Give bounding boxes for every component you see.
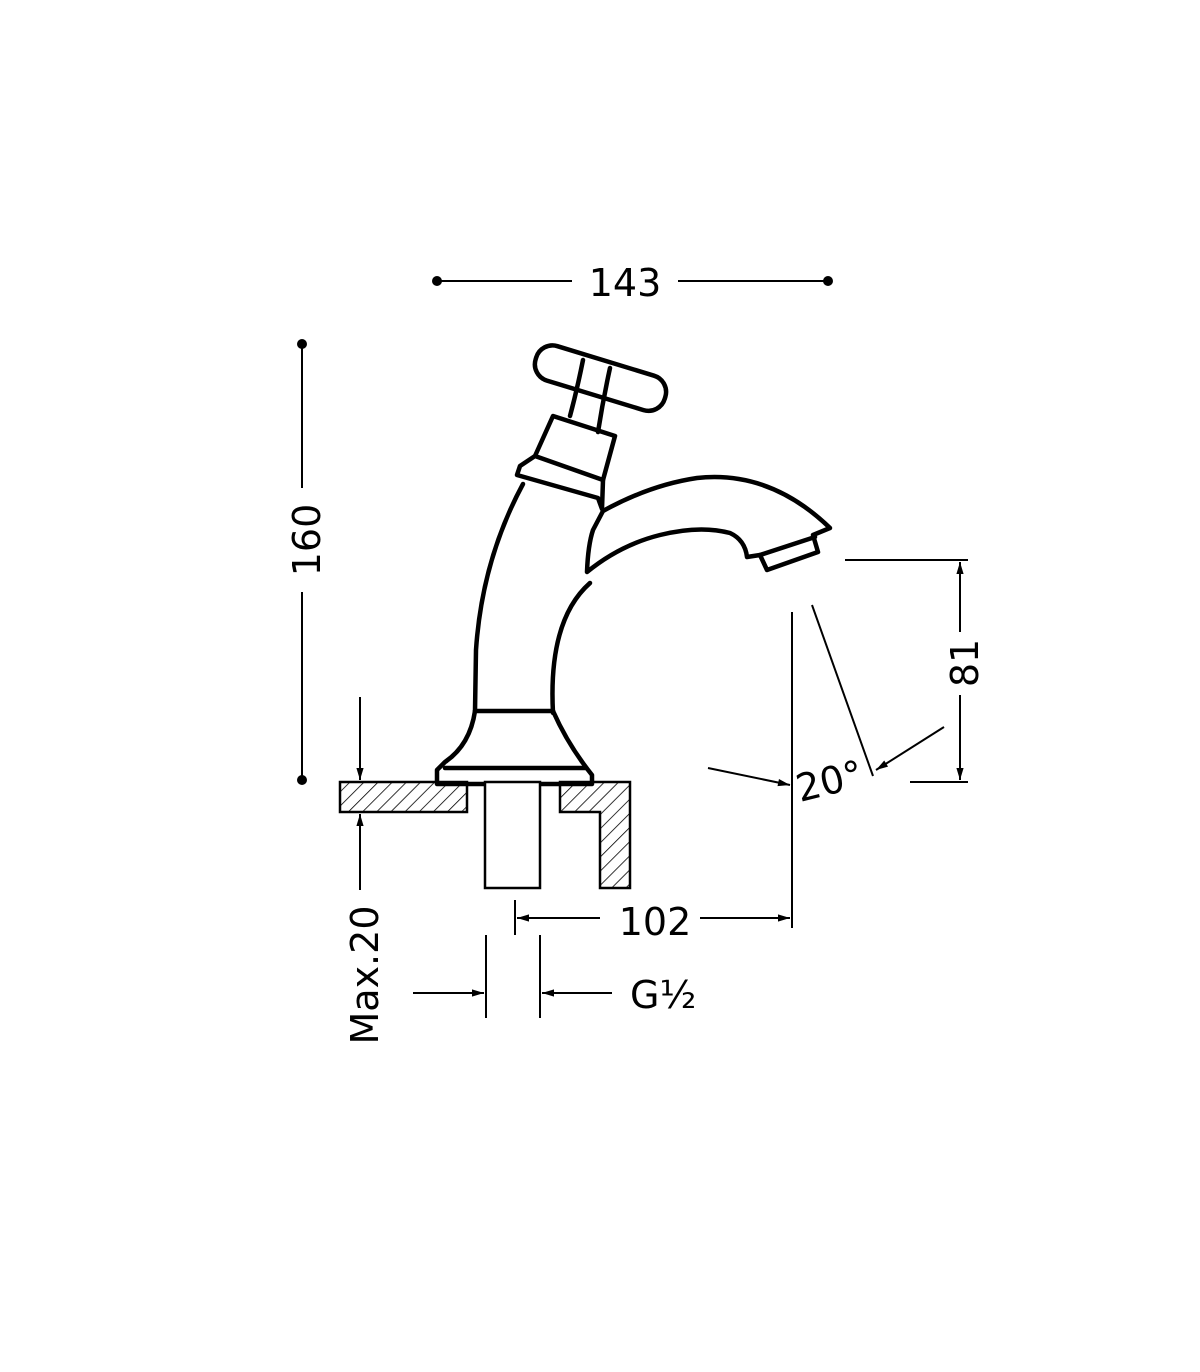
dimension-spout-angle: 20° xyxy=(707,604,945,811)
deck-thickness-label: Max.20 xyxy=(343,906,387,1045)
height-label: 160 xyxy=(285,504,329,577)
faucet-outline xyxy=(434,343,833,787)
cross-handle xyxy=(532,343,669,435)
bonnet xyxy=(514,413,618,512)
spout-angle-label: 20° xyxy=(792,752,868,811)
spout-reach-label: 102 xyxy=(619,900,692,944)
mounting-section xyxy=(338,780,632,890)
body xyxy=(434,481,595,787)
dimension-spout-height: 81 xyxy=(845,559,987,783)
thread-label: G½ xyxy=(630,973,696,1017)
dimension-spout-reach: 102 xyxy=(514,612,793,944)
dimension-height: 160 xyxy=(285,339,329,785)
dimension-deck-thickness: Max.20 xyxy=(340,697,467,1045)
width-label: 143 xyxy=(589,261,662,305)
dimension-width: 143 xyxy=(432,261,833,305)
spout-height-label: 81 xyxy=(943,639,987,687)
spout xyxy=(584,474,833,575)
dimension-thread: G½ xyxy=(413,935,696,1018)
